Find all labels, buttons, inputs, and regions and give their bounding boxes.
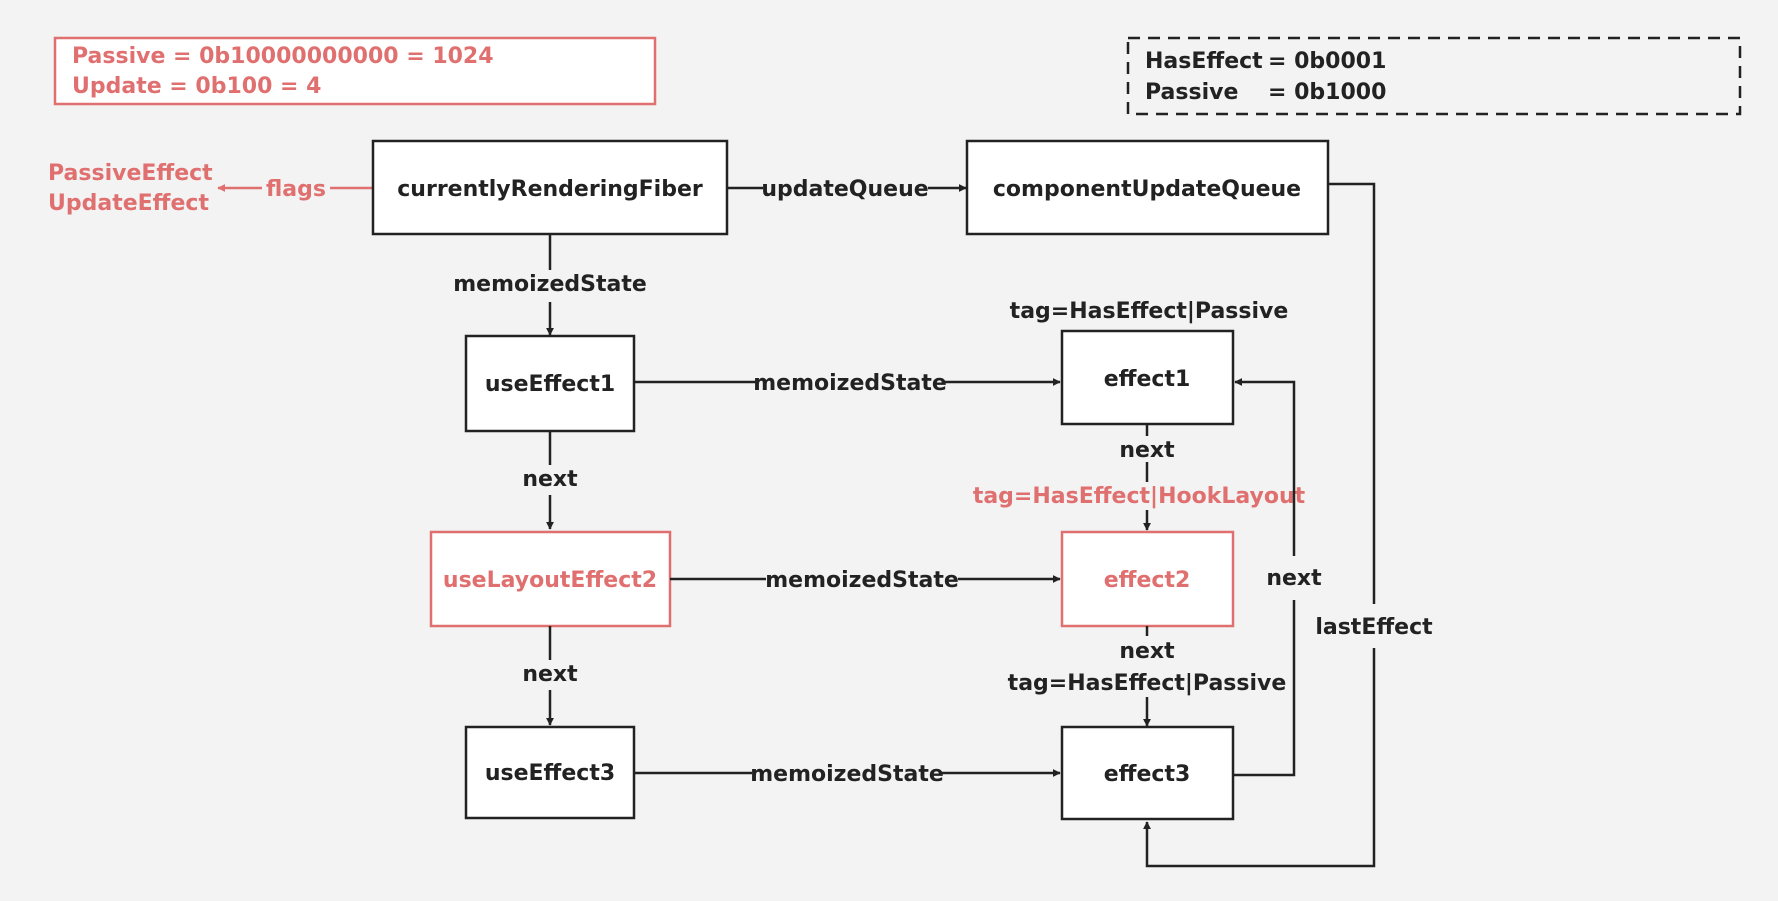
hook1-next-edge: next	[522, 431, 578, 530]
update-queue-edge: updateQueue	[727, 177, 967, 202]
effect2-tag: tag=HasEffect|HookLayout	[973, 484, 1306, 509]
hook2-next-edge: next	[522, 626, 578, 726]
fiber-memoized-state-edge: memoizedState	[453, 234, 647, 336]
effect3-next-label: next	[1266, 566, 1322, 591]
hook2-memoized-state-edge: memoizedState	[670, 568, 1061, 593]
passive-effect-flag: PassiveEffect	[48, 161, 213, 186]
use-effect3-label: useEffect3	[485, 761, 615, 786]
effect2-label: effect2	[1104, 568, 1191, 593]
use-layout-effect2-label: useLayoutEffect2	[443, 568, 657, 593]
passive-flag-value: Passive = 0b10000000000 = 1024	[72, 44, 494, 69]
update-queue-label: updateQueue	[761, 177, 928, 202]
effect1-next-label: next	[1119, 438, 1175, 463]
component-update-queue-label: componentUpdateQueue	[993, 177, 1301, 202]
flags-output: PassiveEffect UpdateEffect	[48, 161, 213, 216]
hook1-memoized-state-label: memoizedState	[753, 371, 947, 396]
effect3-next-edge: next	[1233, 378, 1322, 777]
hook1-memoized-state-edge: memoizedState	[634, 371, 1061, 396]
fiber-node-label: currentlyRenderingFiber	[397, 177, 703, 202]
passive-tag-name: Passive	[1145, 80, 1238, 105]
effect1-node: effect1	[1060, 329, 1235, 426]
effect2-next-edge: next	[1119, 626, 1175, 727]
effect3-node: effect3	[1060, 725, 1235, 821]
has-effect-tag-name: HasEffect	[1145, 49, 1263, 74]
fiber-memoized-state-label: memoizedState	[453, 272, 647, 297]
component-update-queue-node: componentUpdateQueue	[965, 139, 1330, 236]
use-effect3-node: useEffect3	[464, 725, 636, 820]
hook3-memoized-state-label: memoizedState	[750, 762, 944, 787]
fiber-node: currentlyRenderingFiber	[371, 139, 729, 236]
effect2-next-label: next	[1119, 639, 1175, 664]
passive-tag-value: = 0b1000	[1268, 80, 1386, 105]
use-layout-effect2-node: useLayoutEffect2	[429, 530, 672, 628]
effect3-tag: tag=HasEffect|Passive	[1008, 671, 1287, 696]
hook1-next-label: next	[522, 467, 578, 492]
tag-values-note: HasEffect = 0b0001 Passive = 0b1000	[1126, 36, 1742, 116]
update-flag-value: Update = 0b100 = 4	[72, 74, 321, 99]
use-effect1-label: useEffect1	[485, 372, 615, 397]
hook2-memoized-state-label: memoizedState	[765, 568, 959, 593]
flags-values-note: Passive = 0b10000000000 = 1024 Update = …	[53, 36, 657, 106]
last-effect-label: lastEffect	[1315, 615, 1433, 640]
update-effect-flag: UpdateEffect	[48, 191, 209, 216]
effect1-label: effect1	[1104, 367, 1191, 392]
has-effect-tag-value: = 0b0001	[1268, 49, 1386, 74]
flags-label: flags	[266, 177, 326, 202]
effect3-label: effect3	[1104, 762, 1191, 787]
hook2-next-label: next	[522, 662, 578, 687]
effect1-tag: tag=HasEffect|Passive	[1010, 299, 1289, 324]
flags-edge: flags	[217, 177, 372, 202]
effect2-node: effect2	[1060, 530, 1235, 628]
hook3-memoized-state-edge: memoizedState	[634, 762, 1061, 787]
last-effect-edge: lastEffect	[1143, 182, 1433, 868]
use-effect1-node: useEffect1	[464, 334, 636, 433]
effect1-next-edge: next	[1119, 424, 1175, 531]
